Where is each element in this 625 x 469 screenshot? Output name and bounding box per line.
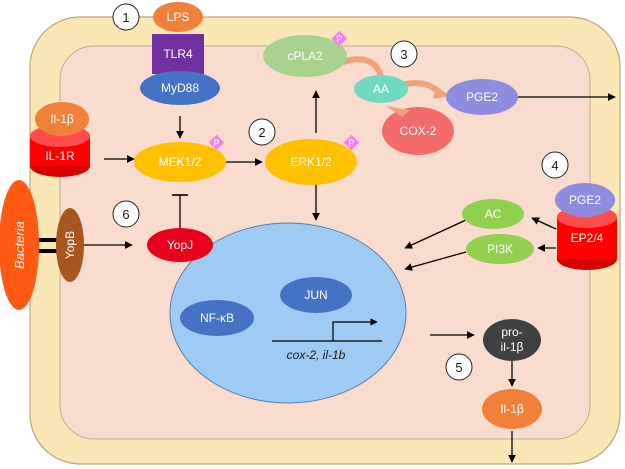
yopj-label: YopJ <box>167 238 193 252</box>
bacteria-label: Bacteria <box>12 221 27 269</box>
mek-phospho-label: P <box>213 138 219 148</box>
myd88-node <box>140 71 220 105</box>
ac-label: AC <box>485 207 502 221</box>
step-1-circle <box>112 3 140 31</box>
il1r-label: IL-1R <box>45 149 75 163</box>
erk12-label: ERK1/2 <box>290 155 332 169</box>
lps-label: LPS <box>167 10 190 24</box>
erk12-node <box>265 139 357 185</box>
jun-label: JUN <box>304 288 327 302</box>
step-2-circle <box>248 118 276 146</box>
step-6-circle <box>112 200 140 228</box>
step-2-label: 2 <box>258 125 265 140</box>
step-3-label: 3 <box>400 47 407 62</box>
step-6: 6 <box>112 200 140 228</box>
cox2-connector <box>386 106 410 117</box>
il1b-secreted-node <box>482 389 542 429</box>
arrow-aa-pge2-head <box>433 86 450 99</box>
nucleus <box>169 222 407 404</box>
step-5-circle <box>445 353 473 381</box>
erk-phospho-icon <box>343 134 360 151</box>
cox2-label: COX-2 <box>400 124 437 138</box>
step-4-label: 4 <box>551 158 558 173</box>
arrow-ac-nucleus <box>404 219 467 249</box>
step-3-circle <box>390 40 418 68</box>
pge2-product-node <box>446 79 518 115</box>
aa-label: AA <box>373 82 389 96</box>
promoter-arrow <box>332 318 378 341</box>
pro-il1b-line1: pro- <box>501 325 522 339</box>
arrow-ep-ac <box>531 217 557 230</box>
step-6-label: 6 <box>122 207 129 222</box>
step-5: 5 <box>445 353 473 381</box>
step-4: 4 <box>541 151 569 179</box>
cox2-node <box>382 107 454 155</box>
nfkb-node <box>180 300 254 336</box>
il1b-ligand-label: Il-1β <box>50 112 74 126</box>
tlr4-receptor <box>152 34 204 74</box>
pi3k-node <box>466 234 534 264</box>
pge2-ligand-label: PGE2 <box>569 193 601 207</box>
arrow-pi3k-nucleus <box>404 251 467 271</box>
step-4-circle <box>541 151 569 179</box>
step-2: 2 <box>248 118 276 146</box>
erk-phospho-label: P <box>348 138 354 148</box>
lps-ligand <box>153 2 203 32</box>
ep24-label: EP2/4 <box>571 231 604 245</box>
cpla2-label: cPLA2 <box>287 49 323 63</box>
step-5-label: 5 <box>455 360 462 375</box>
yopj-node <box>147 228 213 262</box>
pge2-product-label: PGE2 <box>466 90 498 104</box>
cpla2-phospho-label: P <box>336 34 342 44</box>
ac-node <box>462 199 524 229</box>
mek12-label: MEK1/2 <box>159 155 202 169</box>
step-3: 3 <box>390 40 418 68</box>
aa-node <box>354 75 408 103</box>
pi3k-label: PI3K <box>487 242 513 256</box>
myd88-label: MyD88 <box>161 81 199 95</box>
nfkb-label: NF-κB <box>200 311 234 325</box>
bacteria-cell <box>0 180 39 310</box>
il1b-ligand <box>35 102 89 136</box>
mek12-node <box>134 142 226 182</box>
pro-il1b-node <box>483 319 541 361</box>
mek-phospho-icon <box>208 134 225 151</box>
step-1: 1 <box>112 3 140 31</box>
il1b-secreted-label: Il-1β <box>500 402 524 416</box>
jun-node <box>280 277 352 313</box>
gene-label: cox-2, il-1b <box>287 348 346 362</box>
pro-il1b-line2: il-1β <box>501 340 524 354</box>
step-1-label: 1 <box>122 10 129 25</box>
pge2-ligand <box>555 183 615 217</box>
tlr4-label: TLR4 <box>163 47 193 61</box>
yopb-label: YopB <box>63 231 77 259</box>
cpla2-node <box>263 35 347 77</box>
yopb-node <box>56 208 84 282</box>
